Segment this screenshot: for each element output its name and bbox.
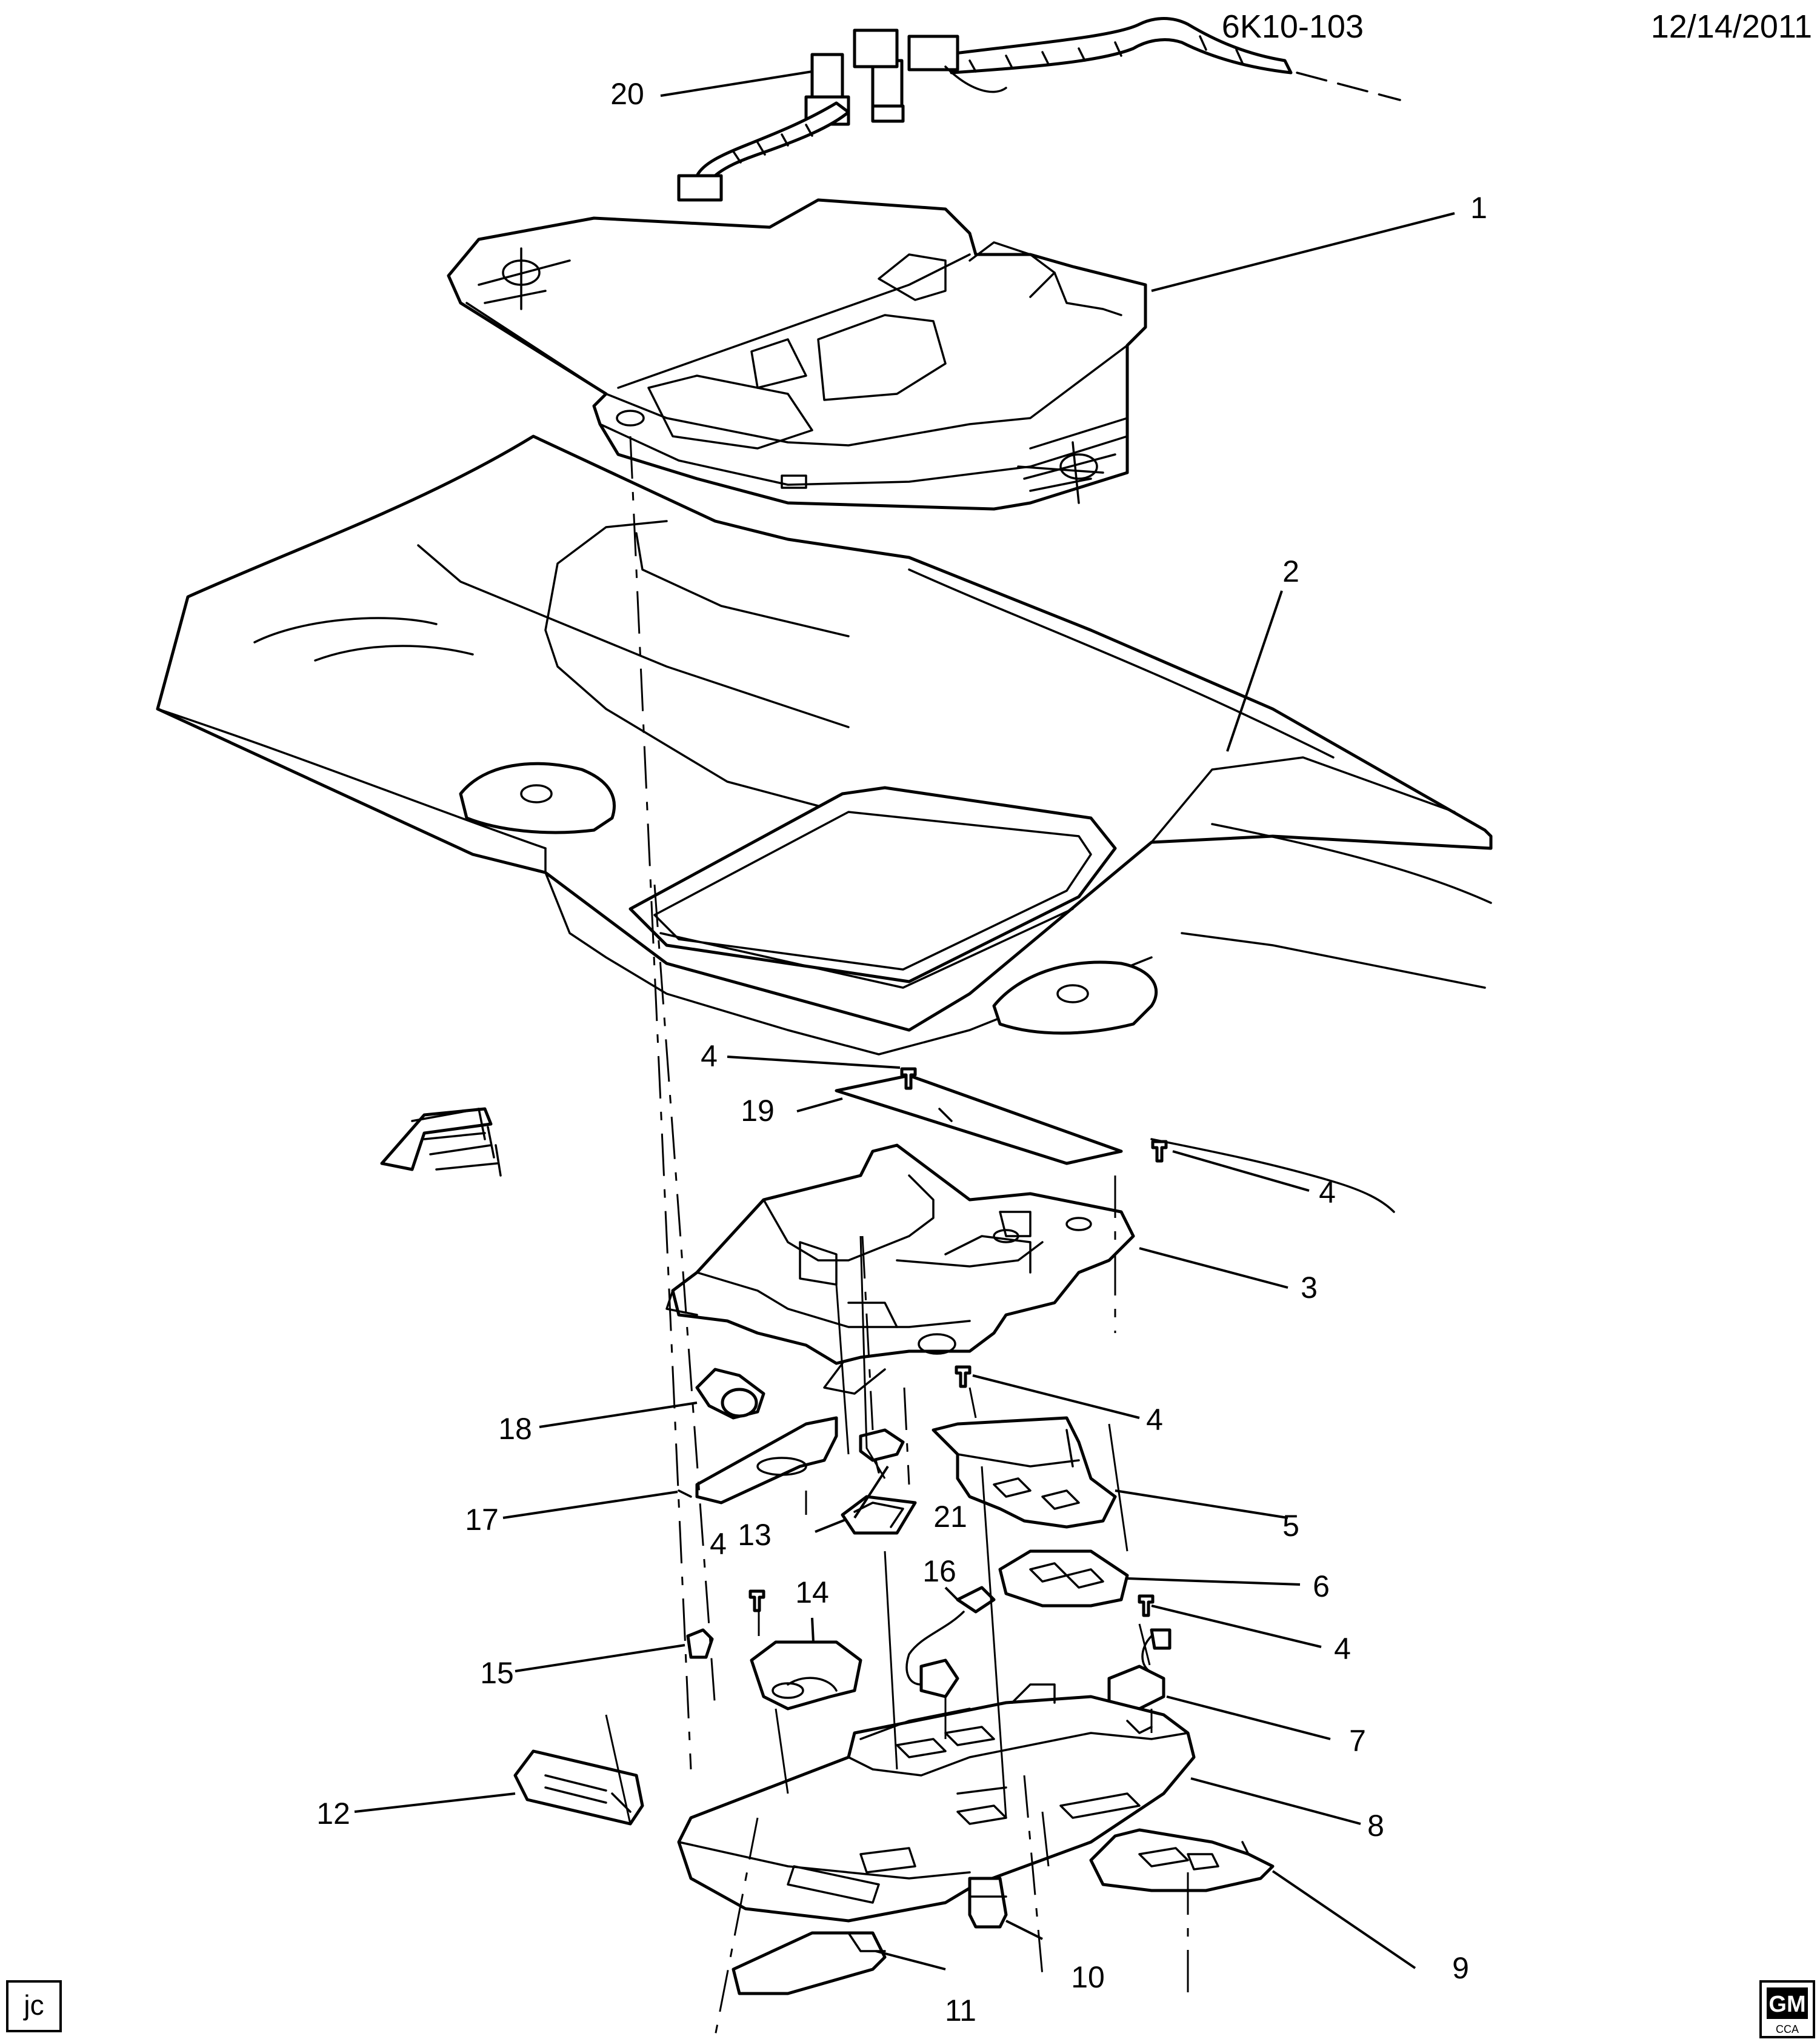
callout-numbers: 20 1 2 4 19 4 3 4 18 17 21 4 13 5 14 16 … xyxy=(316,77,1487,2027)
callout-3: 3 xyxy=(1301,1271,1318,1305)
reading-lamp-part-7 xyxy=(1107,1628,1172,1711)
diagram-date: 12/14/2011 xyxy=(1651,8,1812,45)
drafter-initials: jc xyxy=(22,1989,44,2021)
callout-4c: 4 xyxy=(1146,1403,1163,1437)
callout-4b: 4 xyxy=(1319,1176,1336,1209)
retainer-clip-part-15 xyxy=(686,1628,714,1659)
gm-logo-icon: GM CCA xyxy=(1759,1980,1815,2038)
callout-4a: 4 xyxy=(701,1039,718,1073)
switch-housing-part-5 xyxy=(932,1416,1117,1529)
callout-leaders xyxy=(354,70,1455,1970)
switch-bezel-part-6 xyxy=(998,1549,1129,1608)
callout-16: 16 xyxy=(922,1554,956,1588)
callout-19: 19 xyxy=(741,1094,775,1128)
logo-subtext: CCA xyxy=(1776,2023,1799,2035)
reinforcement-plate-part-19 xyxy=(835,1074,1123,1165)
screw-fasteners-part-4 xyxy=(748,1067,1168,1617)
callout-21: 21 xyxy=(933,1500,967,1534)
diagram-code: 6K10-103 xyxy=(1222,8,1364,45)
dome-lamp-lens-part-13 xyxy=(841,1495,917,1535)
callout-5: 5 xyxy=(1282,1509,1299,1543)
wiring-harness-part-20 xyxy=(677,17,1401,202)
callout-11: 11 xyxy=(945,1994,976,2027)
control-module-part-12 xyxy=(513,1749,644,1826)
callout-6: 6 xyxy=(1313,1569,1330,1603)
callout-10: 10 xyxy=(1071,1960,1105,1994)
callout-1: 1 xyxy=(1470,191,1487,225)
callout-17: 17 xyxy=(465,1503,499,1537)
front-direction-arrow-icon xyxy=(380,1107,502,1177)
callout-9: 9 xyxy=(1452,1951,1469,1985)
callout-15: 15 xyxy=(480,1656,514,1690)
callout-4d: 4 xyxy=(710,1527,727,1561)
alignment-lines xyxy=(605,436,1189,2037)
drafter-initials-box: jc xyxy=(6,1980,62,2032)
callout-7: 7 xyxy=(1349,1724,1366,1758)
callout-14: 14 xyxy=(795,1575,829,1609)
callout-13: 13 xyxy=(738,1518,772,1552)
callout-12: 12 xyxy=(316,1797,350,1831)
callout-2: 2 xyxy=(1282,554,1299,588)
logo-text: GM xyxy=(1768,1992,1805,2017)
bracket-part-17 xyxy=(678,1416,838,1505)
callout-4e: 4 xyxy=(1334,1632,1351,1666)
bulb-part-10 xyxy=(968,1877,1008,1929)
headliner-part-2 xyxy=(156,434,1493,1213)
wire-connector-part-16 xyxy=(905,1586,996,1698)
lens-cover-part-11 xyxy=(732,1931,887,1995)
grommet-part-21 xyxy=(859,1428,905,1474)
overhead-bracket-part-1 xyxy=(447,198,1147,511)
lamp-module-part-14 xyxy=(750,1640,862,1711)
callout-8: 8 xyxy=(1367,1809,1384,1843)
lamp-switch-part-18 xyxy=(695,1368,765,1420)
callout-18: 18 xyxy=(498,1412,532,1446)
callout-20: 20 xyxy=(610,77,644,111)
console-bezel-part-9 xyxy=(1089,1828,1275,1892)
overhead-console-part-8 xyxy=(677,1683,1196,1923)
console-frame-part-3 xyxy=(665,1143,1135,1395)
